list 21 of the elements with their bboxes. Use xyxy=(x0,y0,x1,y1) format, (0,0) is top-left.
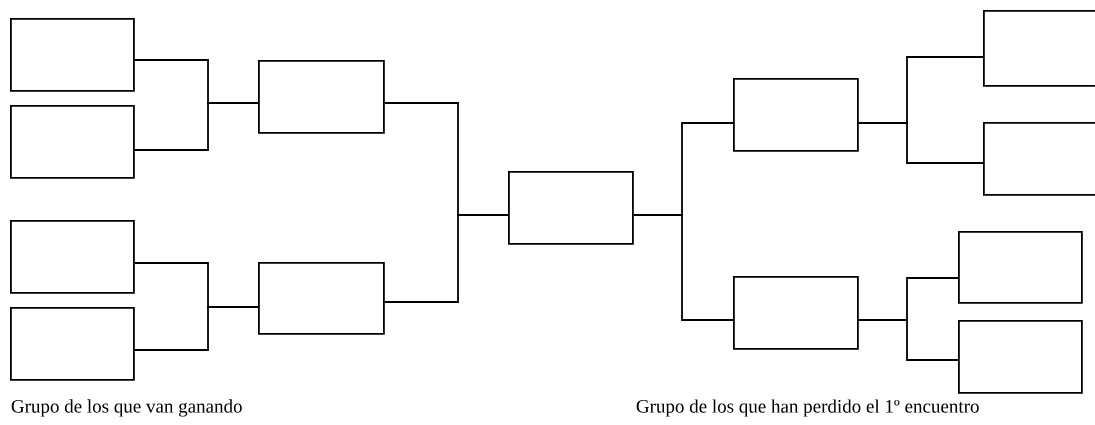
bracket-box xyxy=(983,122,1095,196)
bracket-box xyxy=(733,78,859,152)
bracket-box xyxy=(733,276,859,350)
bracket-box xyxy=(10,18,135,92)
bracket-box xyxy=(258,262,385,335)
group-caption: Grupo de los que van ganando xyxy=(11,399,242,417)
bracket-box xyxy=(10,307,135,381)
bracket-box xyxy=(508,171,634,245)
bracket-box xyxy=(958,320,1083,394)
bracket-line xyxy=(632,214,734,321)
bracket-line xyxy=(383,214,509,303)
bracket-box xyxy=(10,105,135,179)
bracket-line xyxy=(133,306,259,351)
group-caption: Grupo de los que han perdido el 1º encuentro xyxy=(636,399,979,417)
bracket-line xyxy=(857,122,984,164)
bracket-box xyxy=(10,220,135,294)
bracket-line xyxy=(133,102,259,151)
bracket-line xyxy=(857,319,959,361)
bracket-box xyxy=(983,10,1095,87)
bracket-box xyxy=(958,231,1083,304)
bracket-box xyxy=(258,60,385,134)
